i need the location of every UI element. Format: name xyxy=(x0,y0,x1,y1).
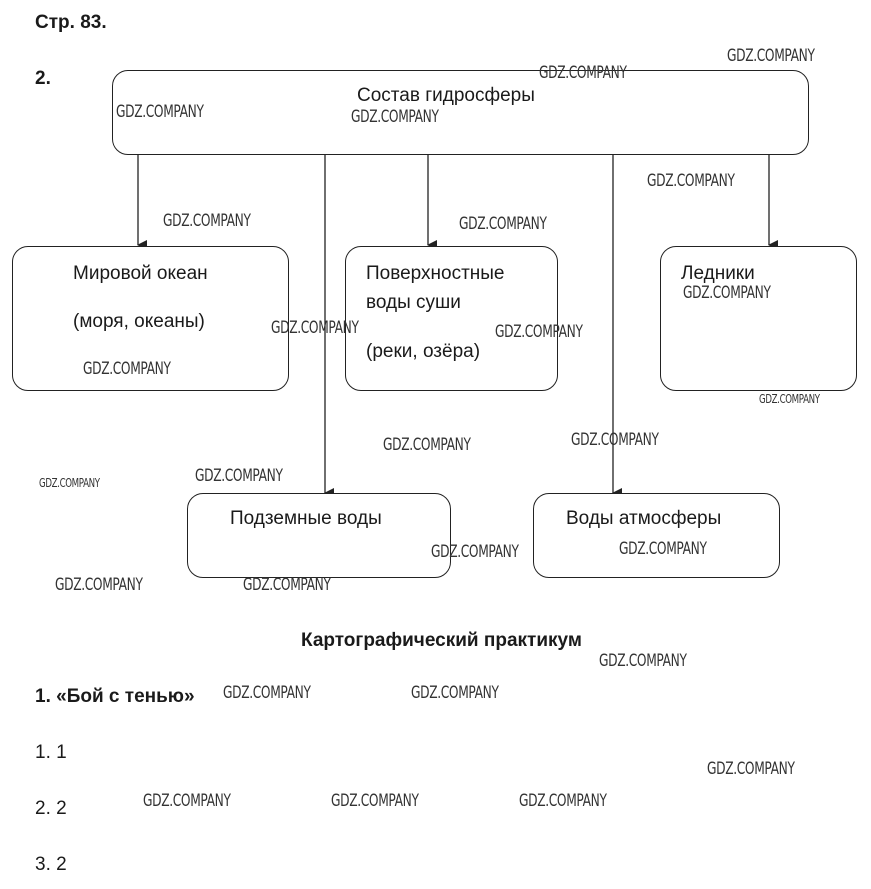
watermark: GDZ.COMPANY xyxy=(599,651,687,671)
watermark: GDZ.COMPANY xyxy=(727,46,815,66)
watermark: GDZ.COMPANY xyxy=(243,575,331,595)
watermark: GDZ.COMPANY xyxy=(223,683,311,703)
page-label: Стр. 83. xyxy=(35,12,107,33)
node-surface-waters-title-line1: Поверхностные xyxy=(366,263,505,284)
watermark: GDZ.COMPANY xyxy=(619,539,707,559)
watermark: GDZ.COMPANY xyxy=(39,476,100,490)
node-world-ocean xyxy=(12,246,289,391)
answer-3: 3. 2 xyxy=(35,854,67,875)
node-world-ocean-title: Мировой океан xyxy=(73,263,208,284)
watermark: GDZ.COMPANY xyxy=(143,791,231,811)
exercise-title: 1. «Бой с тенью» xyxy=(35,686,195,707)
node-surface-waters-title-line2: воды суши xyxy=(366,292,461,313)
node-surface-waters-detail: (реки, озёра) xyxy=(366,341,481,362)
watermark: GDZ.COMPANY xyxy=(83,359,171,379)
node-groundwater-title: Подземные воды xyxy=(230,508,382,529)
watermark: GDZ.COMPANY xyxy=(271,318,359,338)
node-surface-waters xyxy=(345,246,558,391)
watermark: GDZ.COMPANY xyxy=(759,392,820,406)
watermark: GDZ.COMPANY xyxy=(383,435,471,455)
watermark: GDZ.COMPANY xyxy=(163,211,251,231)
section-title: Картографический практикум xyxy=(301,630,582,651)
watermark: GDZ.COMPANY xyxy=(116,102,204,122)
watermark: GDZ.COMPANY xyxy=(55,575,143,595)
answer-2: 2. 2 xyxy=(35,798,67,819)
watermark: GDZ.COMPANY xyxy=(519,791,607,811)
node-world-ocean-detail: (моря, океаны) xyxy=(73,311,205,332)
watermark: GDZ.COMPANY xyxy=(539,63,627,83)
answer-1: 1. 1 xyxy=(35,742,67,763)
task-number: 2. xyxy=(35,68,51,89)
watermark: GDZ.COMPANY xyxy=(431,542,519,562)
watermark: GDZ.COMPANY xyxy=(411,683,499,703)
watermark: GDZ.COMPANY xyxy=(647,171,735,191)
watermark: GDZ.COMPANY xyxy=(683,283,771,303)
root-node-box xyxy=(112,70,809,155)
node-groundwater xyxy=(187,493,451,578)
watermark: GDZ.COMPANY xyxy=(571,430,659,450)
node-glaciers xyxy=(660,246,857,391)
watermark: GDZ.COMPANY xyxy=(195,466,283,486)
node-atmospheric-water xyxy=(533,493,780,578)
watermark: GDZ.COMPANY xyxy=(707,759,795,779)
watermark: GDZ.COMPANY xyxy=(459,214,547,234)
watermark: GDZ.COMPANY xyxy=(331,791,419,811)
node-atmospheric-water-title: Воды атмосферы xyxy=(566,508,722,529)
root-node-label: Состав гидросферы xyxy=(357,85,535,106)
watermark: GDZ.COMPANY xyxy=(495,322,583,342)
node-glaciers-title: Ледники xyxy=(681,263,755,284)
watermark: GDZ.COMPANY xyxy=(351,107,439,127)
